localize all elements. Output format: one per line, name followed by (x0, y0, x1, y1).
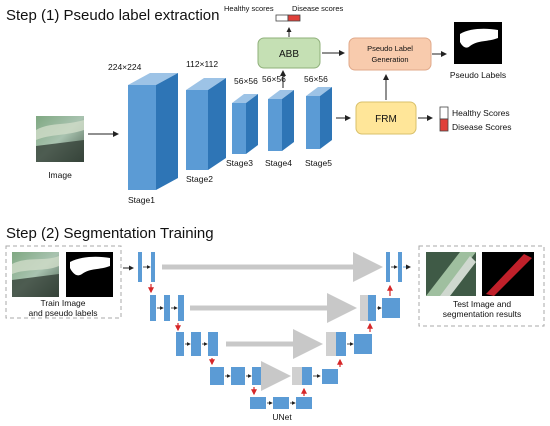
unet-label: UNet (272, 412, 292, 422)
unet-enc2-bar-a (150, 295, 156, 321)
unet-dec1-bar-b (398, 252, 402, 282)
train-panel (5, 245, 122, 319)
pseudo-label-generation-box (348, 37, 432, 71)
abb-label: ABB (279, 49, 299, 60)
frm-box (355, 101, 417, 135)
plg-label-line2: Generation (371, 55, 408, 64)
unet-enc1-bar-b (151, 252, 155, 282)
input-image-label: Image (48, 170, 72, 180)
stage3-label: Stage3 (226, 158, 253, 168)
unet-dec3-concat (326, 332, 336, 356)
side-disease-label: Disease Scores (452, 122, 512, 132)
pseudo-labels-caption: Pseudo Labels (450, 70, 506, 80)
unet-bottleneck-c (296, 397, 312, 409)
stage1-size: 224×224 (108, 62, 142, 72)
stage5-label: Stage5 (305, 158, 332, 168)
test-caption-line2: segmentation results (443, 309, 521, 319)
test-panel (418, 245, 545, 327)
train-pseudo-label (66, 252, 113, 297)
stage4-block (268, 90, 294, 151)
unet-enc2-bar-c (178, 295, 184, 321)
stage2-label: Stage2 (186, 174, 213, 184)
abb-box (257, 37, 321, 69)
top-healthy-label: Healthy scores (224, 4, 274, 13)
pseudo-labels-image (454, 22, 502, 64)
unet-dec2-concat (360, 295, 368, 321)
stage2-size: 112×112 (186, 59, 218, 69)
test-image (426, 252, 476, 296)
train-image (12, 252, 59, 297)
unet-enc3-bar-a (176, 332, 184, 356)
top-disease-label: Disease scores (292, 4, 344, 13)
stage3-block (232, 94, 258, 154)
frm-label: FRM (375, 114, 397, 125)
side-disease-swatch (439, 118, 449, 132)
unet-dec2-bar-b (382, 298, 400, 318)
unet-dec3-bar-b (354, 334, 372, 354)
unet-enc3-bar-c (208, 332, 218, 356)
unet-enc4-bar-c (252, 367, 266, 385)
step2-title: Step (2) Segmentation Training (6, 225, 214, 242)
top-healthy-swatch (275, 14, 289, 22)
side-healthy-swatch (439, 106, 449, 120)
unet-dec4-bar-b (322, 369, 338, 384)
stage4-label: Stage4 (265, 158, 292, 168)
stage5-size: 56×56 (304, 74, 328, 84)
train-caption-line1: Train Image (40, 298, 85, 308)
unet-dec4-bar-a (302, 367, 312, 385)
unet-enc3-bar-b (191, 332, 201, 356)
unet-bottleneck-b (273, 397, 289, 409)
input-image (36, 116, 84, 162)
test-caption-line1: Test Image and (453, 299, 511, 309)
unet-enc4-bar-a (210, 367, 224, 385)
test-segmentation-result (482, 252, 534, 296)
unet-enc1-bar-a (138, 252, 142, 282)
stage3-size: 56×56 (234, 76, 258, 86)
unet-dec1-bar-a (386, 252, 390, 282)
unet-enc2-bar-b (164, 295, 170, 321)
top-disease-swatch (287, 14, 301, 22)
stage2-block (186, 78, 226, 170)
unet-bottleneck-a (250, 397, 266, 409)
unet-dec3-bar-a (336, 332, 346, 356)
stage4-size: 56×56 (262, 74, 286, 84)
unet-dec2-bar-a (368, 295, 376, 321)
unet-dec4-concat (292, 367, 302, 385)
unet-enc4-bar-b (231, 367, 245, 385)
stage5-block (306, 87, 332, 149)
stage1-label: Stage1 (128, 195, 155, 205)
train-caption-line2: and pseudo labels (28, 308, 97, 318)
side-healthy-label: Healthy Scores (452, 108, 510, 118)
plg-label-line1: Pseudo Label (367, 44, 413, 53)
step1-title: Step (1) Pseudo label extraction (6, 7, 219, 24)
stage1-block (128, 73, 178, 190)
